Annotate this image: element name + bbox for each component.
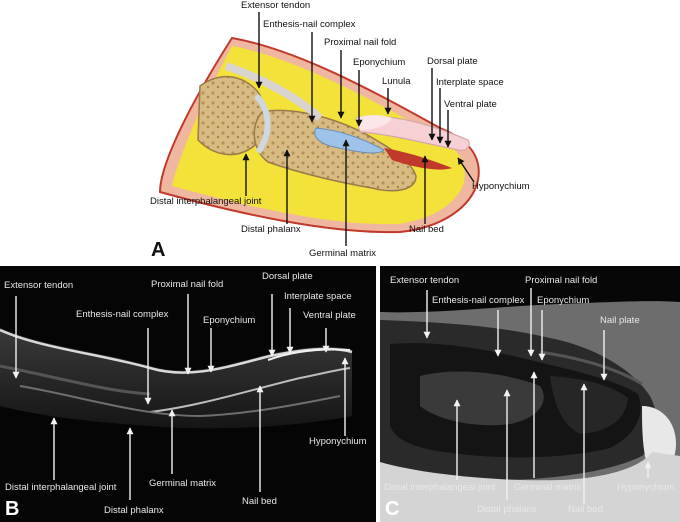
- label-a-lunula: Lunula: [382, 76, 411, 87]
- mri-tissue: [380, 301, 680, 522]
- label-c-eponychium: Eponychium: [537, 295, 590, 306]
- label-b-distal-phalanx: Distal phalanx: [104, 505, 164, 516]
- label-c-distal-phalanx: Distal phalanx: [477, 504, 537, 515]
- finger-cross-section: [158, 36, 480, 234]
- panel-c-arrows: [423, 288, 652, 504]
- distal-phalanx-bone: [253, 109, 417, 192]
- label-a-distal-phalanx: Distal phalanx: [241, 224, 301, 235]
- panel-a-arrows: [242, 12, 475, 246]
- label-b-nail-bed: Nail bed: [242, 496, 277, 507]
- panel-a-illustration: Extensor tendon Enthesis-nail complex Pr…: [150, 0, 530, 261]
- nail-bed-region: [384, 148, 452, 170]
- label-b-extensor-tendon: Extensor tendon: [4, 280, 74, 291]
- label-c-germinal-matrix: Germinal matrix: [514, 482, 582, 493]
- label-b-hyponychium: Hyponychium: [309, 436, 367, 447]
- label-b-eponychium: Eponychium: [203, 315, 256, 326]
- label-a-germinal-matrix: Germinal matrix: [309, 248, 377, 259]
- panel-b-arrows: [12, 294, 349, 500]
- lunula-shape: [356, 115, 392, 130]
- label-a-enthesis-nail-complex: Enthesis-nail complex: [263, 19, 356, 30]
- joint-cartilage: [253, 93, 271, 154]
- label-b-proximal-nail-fold: Proximal nail fold: [151, 279, 224, 290]
- label-c-hyponychium: Hyponychium: [617, 482, 675, 493]
- label-c-proximal-nail-fold: Proximal nail fold: [525, 275, 598, 286]
- label-b-germinal-matrix: Germinal matrix: [149, 478, 217, 489]
- label-b-ventral-plate: Ventral plate: [303, 310, 356, 321]
- label-a-ventral-plate: Ventral plate: [444, 99, 497, 110]
- panel-c-letter: C: [385, 498, 400, 520]
- label-a-distal-interphalangeal-joint: Distal interphalangeal joint: [150, 196, 262, 207]
- label-c-nail-bed: Nail bed: [568, 504, 603, 515]
- arrow-a-hyponychium: [457, 157, 475, 183]
- label-a-hyponychium: Hyponychium: [472, 181, 530, 192]
- label-b-distal-interphalangeal-joint: Distal interphalangeal joint: [5, 482, 117, 493]
- label-b-interplate-space: Interplate space: [284, 291, 352, 302]
- panel-b-ultrasound: Extensor tendon Proximal nail fold Dorsa…: [0, 266, 376, 522]
- label-c-enthesis-nail-complex: Enthesis-nail complex: [432, 295, 525, 306]
- panel-b-letter: B: [5, 498, 20, 520]
- label-c-extensor-tendon: Extensor tendon: [390, 275, 460, 286]
- panel-a-letter: A: [151, 239, 166, 261]
- ultrasound-tissue: [0, 328, 353, 429]
- panel-b-image: [0, 328, 353, 429]
- label-a-interplate-space: Interplate space: [436, 77, 504, 88]
- label-b-enthesis-nail-complex: Enthesis-nail complex: [76, 309, 169, 320]
- label-b-dorsal-plate: Dorsal plate: [262, 271, 313, 282]
- label-a-eponychium: Eponychium: [353, 57, 406, 68]
- label-a-extensor-tendon: Extensor tendon: [241, 0, 311, 11]
- label-c-distal-interphalangeal-joint: Distal interphalangeal joint: [384, 482, 496, 493]
- panel-c-mri: Extensor tendon Proximal nail fold Enthe…: [380, 266, 680, 522]
- panel-c-image: [380, 301, 680, 522]
- label-a-proximal-nail-fold: Proximal nail fold: [324, 37, 397, 48]
- label-c-nail-plate: Nail plate: [600, 315, 640, 326]
- panel-a-drawing: [158, 36, 480, 234]
- label-a-dorsal-plate: Dorsal plate: [427, 56, 478, 67]
- label-a-nail-bed: Nail bed: [409, 224, 444, 235]
